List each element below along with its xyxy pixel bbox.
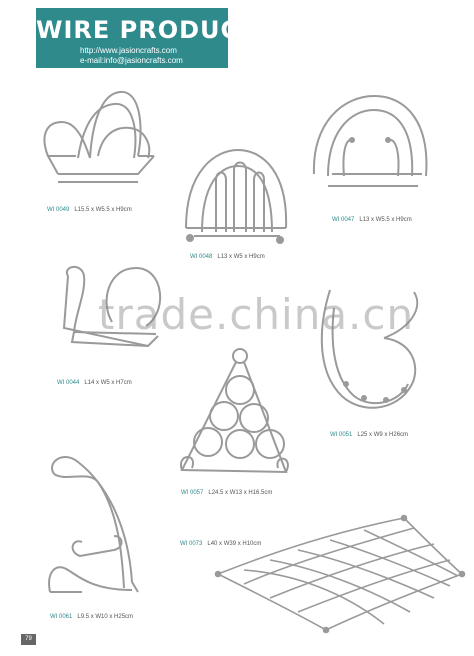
product-image-wi0047 — [308, 92, 432, 202]
email-text: e-mail:info@jasioncrafts.com — [80, 56, 183, 65]
product-size: L13 x W5 x H9cm — [217, 254, 265, 260]
caption-wi0048: WI 0048 L13 x W5 x H9cm — [190, 254, 265, 260]
product-image-wi0048 — [176, 140, 296, 250]
website-text: http://www.jasioncrafts.com — [80, 46, 177, 55]
product-code: WI 0049 — [47, 207, 70, 213]
product-image-wi0051 — [314, 288, 424, 420]
product-size: L14 x W5 x H7cm — [84, 380, 132, 386]
product-size: L13 x W5.5 x H9cm — [359, 217, 412, 223]
product-image-wi0061 — [42, 452, 142, 602]
product-code: WI 0057 — [181, 490, 204, 496]
product-image-wi0073 — [214, 512, 466, 636]
product-image-wi0044 — [38, 262, 168, 362]
caption-wi0051: WI 0051 L25 x W9 x H26cm — [330, 432, 408, 438]
caption-wi0047: WI 0047 L13 x W5.5 x H9cm — [332, 217, 412, 223]
product-size: L24.5 x W13 x H16.5cm — [208, 490, 273, 496]
product-code: WI 0044 — [57, 380, 80, 386]
caption-wi0044: WI 0044 L14 x W5 x H7cm — [57, 380, 132, 386]
product-code: WI 0047 — [332, 217, 355, 223]
product-size: L25 x W9 x H26cm — [357, 432, 409, 438]
product-image-wi0049 — [34, 86, 158, 196]
product-image-wi0057 — [178, 344, 296, 484]
catalog-title: WIRE PRODUCT — [36, 16, 228, 44]
product-size: L15.5 x W5.5 x H9cm — [74, 207, 132, 213]
product-size: L40 x W39 x H10cm — [207, 541, 262, 547]
product-code: WI 0051 — [330, 432, 353, 438]
caption-wi0057: WI 0057 L24.5 x W13 x H16.5cm — [181, 490, 272, 496]
product-size: L9.5 x W10 x H25cm — [77, 614, 134, 620]
caption-wi0049: WI 0049 L15.5 x W5.5 x H9cm — [47, 207, 132, 213]
header-banner: WIRE PRODUCT http://www.jasioncrafts.com… — [36, 8, 228, 68]
caption-wi0073: WI 0073 L40 x W39 x H10cm — [180, 541, 261, 547]
product-code: WI 0073 — [180, 541, 203, 547]
product-code: WI 0061 — [50, 614, 73, 620]
watermark: trade.china.cn — [98, 290, 415, 339]
page-number: 79 — [21, 634, 36, 645]
product-code: WI 0048 — [190, 254, 213, 260]
caption-wi0061: WI 0061 L9.5 x W10 x H25cm — [50, 614, 133, 620]
